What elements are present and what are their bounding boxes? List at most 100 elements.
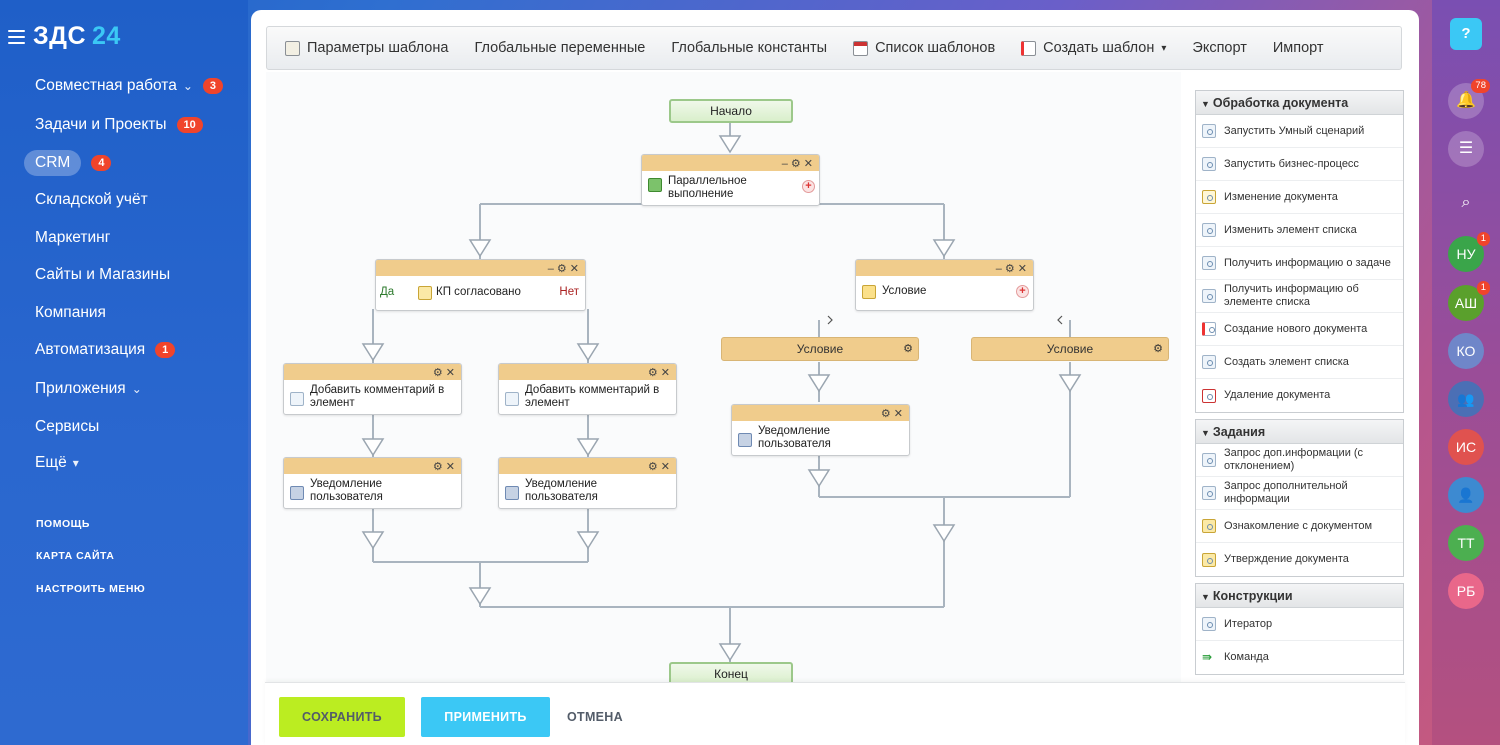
group-header[interactable]: ▼Обработка документа [1196, 91, 1403, 115]
sidebar-item-apps[interactable]: Приложения⌄ [35, 380, 142, 397]
sidebar-item-company[interactable]: Компания [35, 304, 106, 321]
avatar[interactable]: РБ [1448, 573, 1484, 609]
activity-item[interactable]: Ознакомление с документом [1196, 510, 1403, 543]
notify-node-left[interactable]: ⚙ ✕ Уведомление пользователя [283, 457, 462, 509]
notify-icon [505, 486, 519, 500]
group-header[interactable]: ▼Конструкции [1196, 584, 1403, 608]
sidebar-item-services[interactable]: Сервисы [35, 418, 100, 435]
export-button[interactable]: Экспорт [1192, 40, 1247, 56]
activity-item[interactable]: Создание нового документа [1196, 313, 1403, 346]
sidebar-item-marketing[interactable]: Маркетинг [35, 229, 111, 246]
add-comment-node-left[interactable]: ⚙ ✕ Добавить комментарий в элемент [283, 363, 462, 415]
activity-icon [1202, 157, 1216, 171]
chevron-down-icon: ⌄ [182, 79, 193, 93]
node-controls[interactable]: – ⚙ ✕ [642, 155, 819, 171]
parallel-icon [648, 178, 662, 192]
collapse-triangle-icon: ▼ [1201, 428, 1210, 438]
node-controls[interactable]: ⚙ ✕ [284, 458, 461, 474]
bell-icon[interactable]: 🔔78 [1448, 79, 1490, 119]
menu-burger-icon[interactable] [8, 29, 25, 44]
avatar[interactable]: ТТ [1448, 525, 1484, 561]
add-branch-icon[interactable]: + [802, 180, 815, 193]
user-time-icon[interactable]: 👤 [1448, 477, 1484, 513]
connectors [361, 122, 1082, 662]
search-icon[interactable]: ⌕ [1461, 194, 1471, 211]
import-button[interactable]: Импорт [1272, 40, 1324, 56]
avatar[interactable]: ИС [1448, 429, 1484, 465]
configure-menu-link[interactable]: НАСТРОИТЬ МЕНЮ [36, 583, 146, 595]
activity-icon [505, 392, 519, 406]
group-chat-icon[interactable]: 👥 [1448, 381, 1484, 417]
activity-item[interactable]: ⇛Команда [1202, 650, 1269, 664]
end-node[interactable]: Конец [669, 662, 793, 682]
group-header[interactable]: ▼Задания [1196, 420, 1403, 444]
sitemap-link[interactable]: КАРТА САЙТА [36, 550, 115, 562]
activity-item[interactable]: Запустить бизнес-процесс [1196, 148, 1403, 181]
save-button[interactable]: СОХРАНИТЬ [279, 697, 405, 737]
activity-item[interactable]: Создать элемент списка [1196, 346, 1403, 379]
activity-item[interactable]: Изменить элемент списка [1196, 214, 1403, 247]
activity-item[interactable]: Изменение документа [1196, 181, 1403, 214]
parallel-node[interactable]: – ⚙ ✕ Параллельное выполнение + [641, 154, 820, 206]
global-constants-button[interactable]: Глобальные константы [671, 40, 828, 56]
node-controls[interactable]: ⚙ ✕ [284, 364, 461, 380]
branch-condition-2[interactable]: Условие⚙ [971, 337, 1169, 361]
add-comment-node-right[interactable]: ⚙ ✕ Добавить комментарий в элемент [498, 363, 677, 415]
create-template-button[interactable]: Создать шаблон▾ [1021, 40, 1166, 56]
notify-node-condition[interactable]: ⚙ ✕ Уведомление пользователя [731, 404, 910, 456]
condition-kp-node[interactable]: – ⚙ ✕ Да КП согласовано Нет [375, 259, 586, 311]
node-controls[interactable]: ⚙ ✕ [499, 458, 676, 474]
counter-badge: 10 [176, 117, 203, 133]
add-branch-icon[interactable]: + [1016, 285, 1029, 298]
gear-icon[interactable]: ⚙ [1153, 343, 1163, 355]
sidebar-item-warehouse[interactable]: Складской учёт [35, 191, 148, 208]
command-icon: ⇛ [1202, 650, 1213, 664]
template-list-button[interactable]: Список шаблонов [853, 40, 995, 56]
cancel-button[interactable]: ОТМЕНА [567, 697, 623, 737]
counter-badge: 3 [202, 78, 224, 94]
activity-item[interactable]: Запрос дополнительной информации [1196, 477, 1403, 510]
node-controls[interactable]: ⚙ ✕ [732, 405, 909, 421]
activity-item[interactable]: Удаление документа [1196, 379, 1403, 412]
sidebar-item-more[interactable]: Ещё▾ [35, 454, 79, 471]
activity-item[interactable]: Утверждение документа [1196, 543, 1403, 576]
review-doc-icon [1202, 519, 1216, 533]
global-variables-button[interactable]: Глобальные переменные [474, 40, 646, 56]
activity-item[interactable]: Запустить Умный сценарий [1196, 115, 1403, 148]
gear-icon[interactable]: ⚙ [903, 343, 913, 355]
branch-condition-1[interactable]: Условие⚙ [721, 337, 919, 361]
node-controls[interactable]: – ⚙ ✕ [856, 260, 1033, 276]
group-doc-processing: ▼Обработка документа Запустить Умный сце… [1195, 90, 1404, 413]
node-controls[interactable]: ⚙ ✕ [499, 364, 676, 380]
help-link[interactable]: ПОМОЩЬ [36, 518, 90, 530]
template-params-button[interactable]: Параметры шаблона [285, 40, 448, 56]
activity-item[interactable]: Итератор [1196, 608, 1403, 641]
yes-label: Да [380, 286, 395, 298]
condition-node[interactable]: – ⚙ ✕ Условие + [855, 259, 1034, 311]
condition-icon [862, 285, 876, 299]
activity-item[interactable]: Получить информацию о задаче [1196, 247, 1403, 280]
help-icon[interactable]: ? [1450, 18, 1482, 50]
activity-item[interactable]: Получить информацию об элементе списка [1196, 280, 1403, 313]
notify-node-right[interactable]: ⚙ ✕ Уведомление пользователя [498, 457, 677, 509]
start-node[interactable]: Начало [669, 99, 793, 123]
activity-icon [1202, 355, 1216, 369]
sidebar-item-sites[interactable]: Сайты и Магазины [35, 266, 171, 283]
node-controls[interactable]: – ⚙ ✕ [376, 260, 585, 276]
activity-item[interactable]: Запрос доп.информации (с отклонением) [1196, 444, 1403, 477]
apply-button[interactable]: ПРИМЕНИТЬ [421, 697, 550, 737]
avatar[interactable]: КО [1448, 333, 1484, 369]
chat-icon[interactable]: ☰ [1448, 131, 1484, 167]
workflow-canvas[interactable]: Начало – ⚙ ✕ Параллельное выполнение + –… [266, 72, 1181, 682]
sidebar-item-collab[interactable]: Совместная работа⌄3 [35, 77, 224, 95]
notify-icon [738, 433, 752, 447]
dropdown-arrow-icon: ▾ [1161, 42, 1167, 54]
